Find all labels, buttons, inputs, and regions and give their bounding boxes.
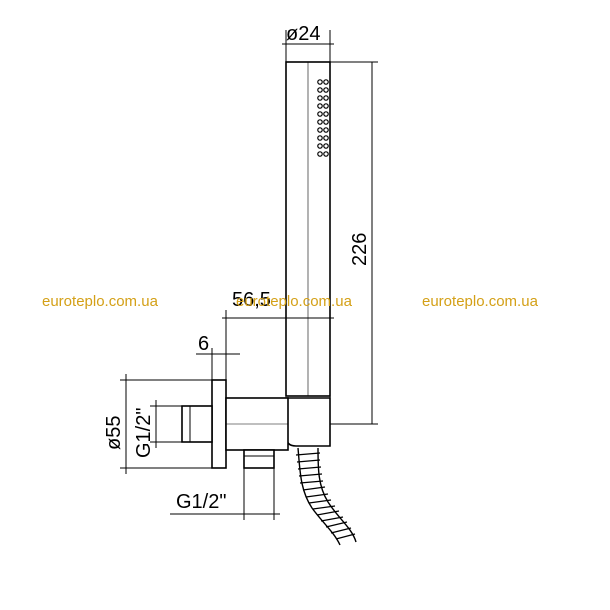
dimension-lines	[120, 30, 378, 520]
hand-shower	[285, 61, 331, 397]
inlet-nipple	[181, 405, 213, 443]
wall-flange	[211, 379, 227, 469]
shower-holder	[285, 397, 331, 447]
dim-flange-diameter: ø55	[103, 416, 125, 450]
spray-nozzles	[317, 79, 329, 157]
watermark-left: euroteplo.com.ua	[42, 293, 159, 310]
flex-hose	[295, 447, 357, 546]
dim-outlet-thread: G1/2"	[176, 491, 226, 513]
dim-handle-length: 226	[349, 233, 371, 266]
dim-inlet-thread: G1/2"	[133, 408, 155, 458]
dim-projection: 56,5	[232, 289, 271, 311]
dim-head-diameter: ø24	[286, 23, 320, 45]
outlet-nipple	[243, 449, 275, 469]
watermark-center: euroteplo.com.ua	[236, 293, 353, 310]
holder-cup	[285, 397, 331, 447]
dim-flange-thickness: 6	[198, 333, 209, 355]
watermark-right: euroteplo.com.ua	[422, 293, 539, 310]
wall-outlet	[181, 379, 289, 469]
